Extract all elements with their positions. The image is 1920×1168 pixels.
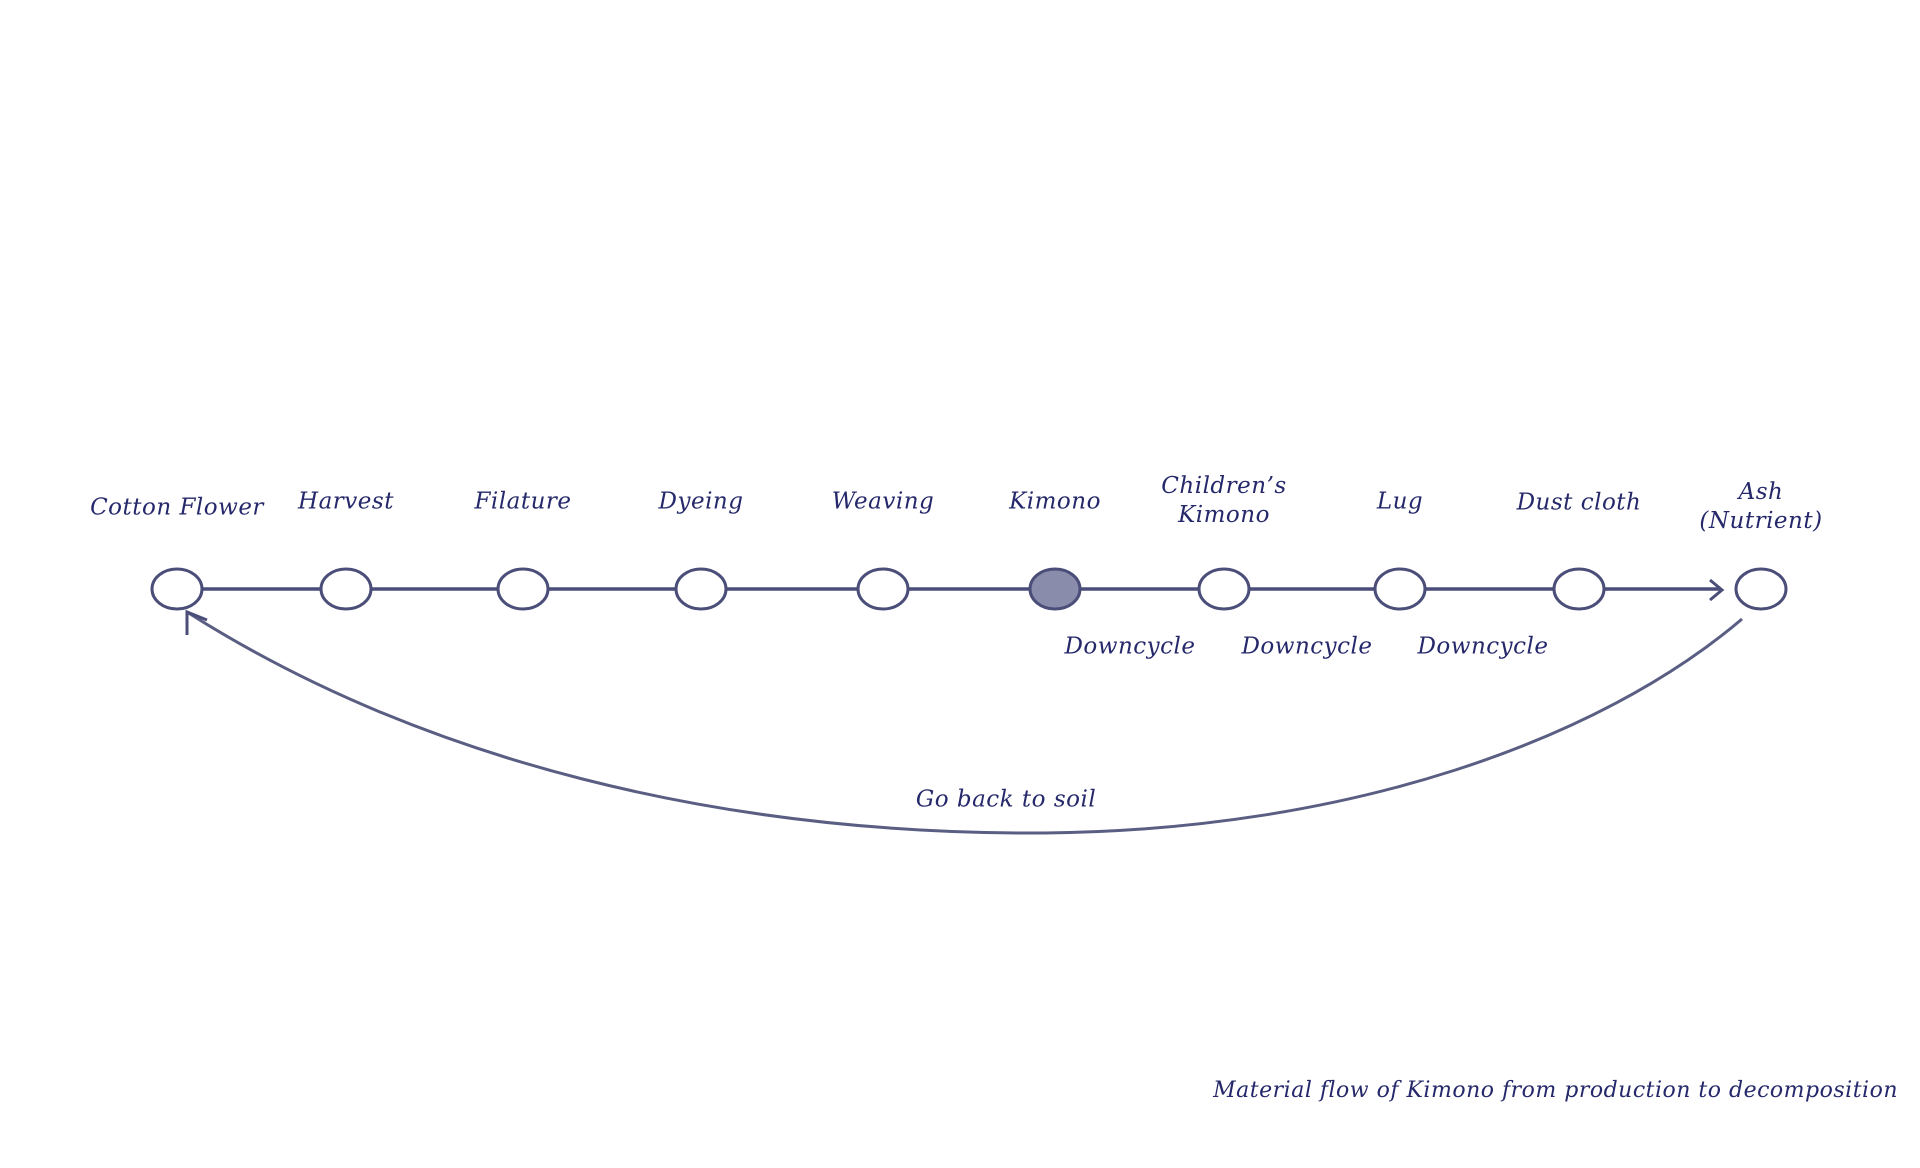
node-label-line: Filature xyxy=(474,488,572,515)
node xyxy=(150,567,204,611)
node-filled xyxy=(1028,567,1082,611)
node-label-line: Dust cloth xyxy=(1516,489,1642,516)
node xyxy=(1373,567,1427,611)
return-arrowhead xyxy=(185,609,208,635)
node-label-line: Weaving xyxy=(831,488,935,515)
node-label-line: (Nutrient) xyxy=(1699,508,1823,534)
node-label: Ash (Nutrient) xyxy=(1699,478,1822,536)
node-label-line: Cotton Flower xyxy=(90,494,264,521)
node-label: Dust cloth xyxy=(1517,489,1642,518)
node-label-line: Dyeing xyxy=(658,488,744,515)
node-label: Cotton Flower xyxy=(90,494,264,523)
final-arrowhead xyxy=(1709,578,1725,602)
downcycle-label: Downcycle xyxy=(1064,633,1196,660)
node-label-line: Harvest xyxy=(298,488,394,515)
node-label-line: Lug xyxy=(1376,488,1424,515)
node-label-line: Kimono xyxy=(1178,502,1270,528)
node-label: Weaving xyxy=(832,488,934,517)
downcycle-label: Downcycle xyxy=(1417,633,1549,660)
node xyxy=(319,567,373,611)
node-label: Kimono xyxy=(1009,488,1101,517)
node xyxy=(496,567,550,611)
node-label-line: Ash xyxy=(1738,479,1784,505)
node xyxy=(1552,567,1606,611)
return-arc xyxy=(186,610,1743,835)
node xyxy=(856,567,910,611)
node-label: Filature xyxy=(474,488,571,517)
node xyxy=(1734,567,1788,611)
node xyxy=(674,567,728,611)
node xyxy=(1197,567,1251,611)
node-label: Dyeing xyxy=(659,488,744,517)
node-label: Lug xyxy=(1377,488,1423,517)
downcycle-label: Downcycle xyxy=(1241,633,1373,660)
return-label: Go back to soil xyxy=(915,786,1097,813)
node-label-line: Children’s xyxy=(1161,473,1287,499)
node-label-line: Kimono xyxy=(1009,488,1101,515)
node-label: Harvest xyxy=(298,488,394,517)
caption: Material flow of Kimono from production … xyxy=(1213,1078,1898,1103)
